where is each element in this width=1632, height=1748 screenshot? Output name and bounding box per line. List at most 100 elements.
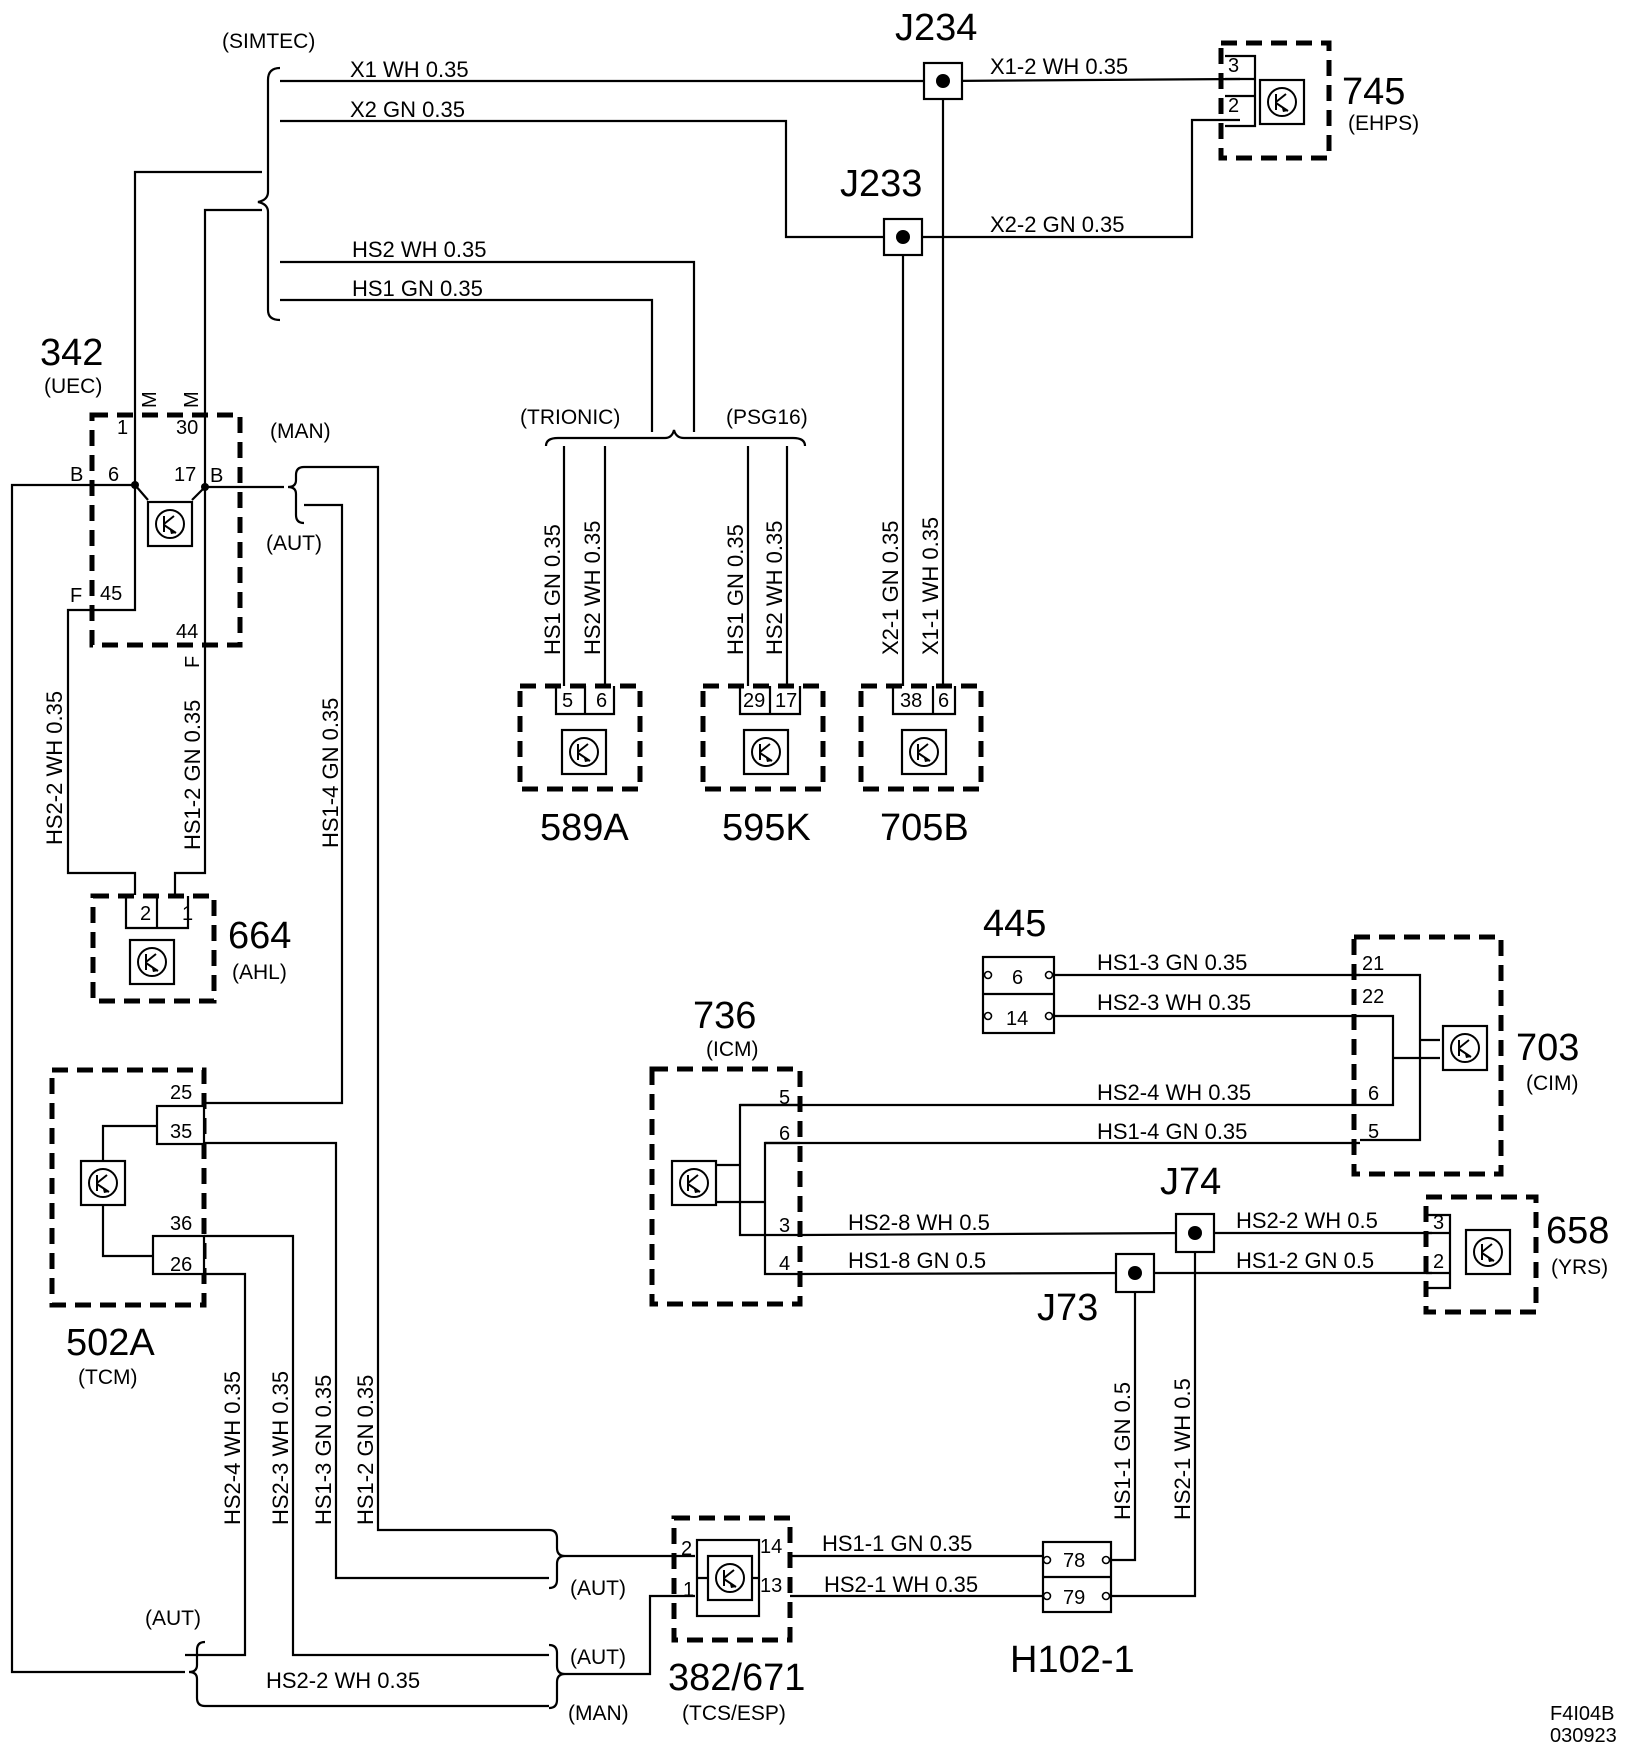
component-name-658: (YRS): [1551, 1256, 1608, 1279]
wire-hs1-1-up: [1111, 1273, 1137, 1562]
wire-label-595k-gn: HS1 GN 0.35: [723, 524, 748, 655]
ecu-icon: [706, 1554, 754, 1602]
connector-label-h102-1: H102-1: [1010, 1639, 1135, 1681]
wire-label-x1: X1 WH 0.35: [350, 57, 469, 82]
component-664: 2 1 664 (AHL): [90, 893, 291, 1004]
wire-hs1-top: HS1 GN 0.35: [280, 276, 654, 432]
variant-label-simtec: (SIMTEC): [222, 30, 315, 53]
pin-letter-m1: M: [139, 391, 161, 408]
pin-445-14: 14: [1006, 1008, 1028, 1030]
ecu-icon: [1258, 78, 1306, 126]
pin-705b-38: 38: [900, 690, 922, 712]
pin-736-5: 5: [779, 1087, 790, 1109]
wire-label-589a-gn: HS1 GN 0.35: [540, 524, 565, 655]
wire-label-tcm-hs1-3: HS1-3 GN 0.35: [311, 1375, 336, 1525]
variant-label-man-r: (MAN): [568, 1702, 629, 1725]
simtec-bracket: (SIMTEC): [222, 30, 315, 322]
variant-label-trionic: (TRIONIC): [520, 406, 620, 429]
wire-hs2-2-ahl: [66, 560, 137, 895]
component-502a: 25 35 36 26 502A (TCM): [49, 1067, 207, 1389]
trionic-psg16-bracket: (TRIONIC) (PSG16): [520, 406, 808, 447]
wire-label-hs1-1: HS1-1 GN 0.35: [822, 1531, 972, 1556]
wire-label-hs1-2-yrs: HS1-2 GN 0.5: [1236, 1248, 1374, 1273]
junction-label-j233: J233: [840, 163, 922, 205]
junction-label-j74: J74: [1160, 1161, 1221, 1203]
pin-letter-f44: F: [182, 656, 204, 668]
pin-445-6: 6: [1012, 967, 1023, 989]
pin-letter-b6: B: [70, 464, 83, 486]
pin-502a-36: 36: [170, 1213, 192, 1235]
ecu-icon: [900, 728, 948, 776]
junction-label-j234: J234: [895, 7, 977, 49]
component-658: 3 2 658 (YRS): [1423, 1194, 1609, 1315]
connector-h102-1: 78 79 H102-1: [1010, 1540, 1135, 1681]
wire-hs1-8: [799, 1271, 1136, 1276]
component-number-745: 745: [1342, 71, 1405, 113]
pin-342-1: 1: [117, 417, 128, 439]
pin-letter-m30: M: [181, 391, 203, 408]
wire-label-tcm-hs2-4: HS2-4 WH 0.35: [220, 1371, 245, 1525]
component-name-502a: (TCM): [78, 1366, 137, 1389]
component-745: 3 2 745 (EHPS): [1218, 40, 1419, 161]
component-589a: 5 6 589A: [517, 683, 643, 849]
wire-tcm-hs2-4: [185, 1272, 247, 1657]
wire-uec-bus-left: [10, 483, 185, 1674]
pin-letter-f45: F: [70, 585, 82, 607]
pin-382-14: 14: [760, 1536, 782, 1558]
component-703: 21 22 6 5 703 (CIM): [1351, 934, 1579, 1177]
pin-589a-6: 6: [596, 690, 607, 712]
ecu-icon: [1464, 1228, 1512, 1276]
component-number-658: 658: [1546, 1210, 1609, 1252]
figure-date: 030923: [1550, 1725, 1617, 1747]
wire-tcm-hs2-3: [204, 1234, 549, 1657]
ecu-icon: [670, 1159, 718, 1207]
pin-342-30: 30: [176, 417, 198, 439]
ecu-icon: [79, 1159, 127, 1207]
component-name-736: (ICM): [706, 1038, 758, 1061]
pin-589a-5: 5: [562, 690, 573, 712]
wire-x1: X1 WH 0.35: [280, 57, 943, 83]
component-382-671: 2 1 14 13 382/671 (TCS/ESP): [668, 1515, 805, 1725]
component-number-736: 736: [693, 995, 756, 1037]
wire-hs2-top: HS2 WH 0.35: [280, 237, 696, 432]
aut-man-bracket-382-bottom: (AUT) (MAN): [548, 1643, 629, 1725]
pin-382-2: 2: [681, 1538, 692, 1560]
ecu-icon: [128, 938, 176, 986]
wire-uec-man: [304, 465, 549, 1532]
wire-label-705b-gn: X2-1 GN 0.35: [878, 520, 903, 655]
variant-label-aut-r2: (AUT): [570, 1646, 626, 1669]
pin-595k-29: 29: [743, 690, 765, 712]
wire-label-hs2-2-bottom: HS2-2 WH 0.35: [266, 1668, 420, 1693]
component-number-445: 445: [983, 903, 1046, 945]
pin-658-2: 2: [1433, 1251, 1444, 1273]
pin-502a-25: 25: [170, 1082, 192, 1104]
wire-hs1-2-ahl: [173, 560, 207, 895]
pin-342-44: 44: [176, 621, 198, 643]
component-name-745: (EHPS): [1348, 112, 1419, 135]
pin-703-6: 6: [1368, 1083, 1379, 1105]
variant-label-aut-bl: (AUT): [145, 1607, 201, 1630]
component-name-703: (CIM): [1526, 1072, 1578, 1095]
junction-label-j73: J73: [1037, 1287, 1098, 1329]
pin-703-22: 22: [1362, 986, 1384, 1008]
component-number-595k: 595K: [722, 807, 811, 849]
pin-382-13: 13: [760, 1575, 782, 1597]
pin-342-45: 45: [100, 583, 122, 605]
ecu-icon: [146, 500, 194, 548]
wire-label-hs2-3: HS2-3 WH 0.35: [1097, 990, 1251, 1015]
component-705b: 38 6 705B: [858, 683, 984, 849]
pin-664-1: 1: [182, 903, 193, 925]
wire-label-hs2-1: HS2-1 WH 0.35: [824, 1572, 978, 1597]
variant-label-psg16: (PSG16): [726, 406, 808, 429]
component-number-342: 342: [40, 332, 103, 374]
pin-745-2: 2: [1228, 95, 1239, 117]
pin-595k-17: 17: [775, 690, 797, 712]
component-736: 5 6 3 4 736 (ICM): [649, 995, 803, 1307]
variant-label-man: (MAN): [270, 420, 331, 443]
wire-label-hs2-4: HS2-4 WH 0.35: [1097, 1080, 1251, 1105]
component-name-342: (UEC): [44, 375, 102, 398]
pin-502a-35: 35: [170, 1121, 192, 1143]
wire-label-hs2-2-yrs: HS2-2 WH 0.5: [1236, 1208, 1378, 1233]
wire-label-x2: X2 GN 0.35: [350, 97, 465, 122]
